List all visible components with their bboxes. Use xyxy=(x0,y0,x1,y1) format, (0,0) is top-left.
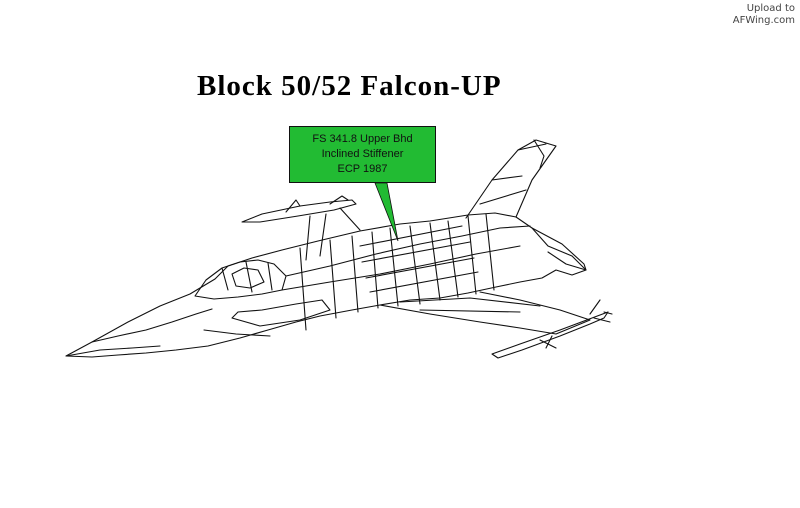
watermark-line-2: AFWing.com xyxy=(732,15,795,26)
callout-line-2: Inclined Stiffener xyxy=(321,148,404,160)
watermark-line-1: Upload to xyxy=(746,3,795,14)
horizontal-stabilizer xyxy=(531,227,587,271)
wingtip-missile-upper xyxy=(241,199,357,223)
watermark: Upload to AFWing.com xyxy=(733,3,795,27)
engine-intake xyxy=(231,299,331,327)
wingtip-missile-lower xyxy=(491,311,609,359)
canopy xyxy=(194,259,287,300)
callout-pointer xyxy=(374,182,399,242)
callout-line-3: ECP 1987 xyxy=(337,163,388,175)
nose-cone xyxy=(91,308,213,343)
callout-label: FS 341.8 Upper Bhd Inclined Stiffener EC… xyxy=(289,126,436,183)
diagram-title: Block 50/52 Falcon-UP xyxy=(197,70,502,102)
callout-box-fill xyxy=(289,126,436,183)
fuselage-outline xyxy=(65,212,587,358)
callout-line-1: FS 341.8 Upper Bhd xyxy=(312,133,413,145)
main-wing xyxy=(379,291,591,335)
vertical-tail xyxy=(465,139,557,219)
